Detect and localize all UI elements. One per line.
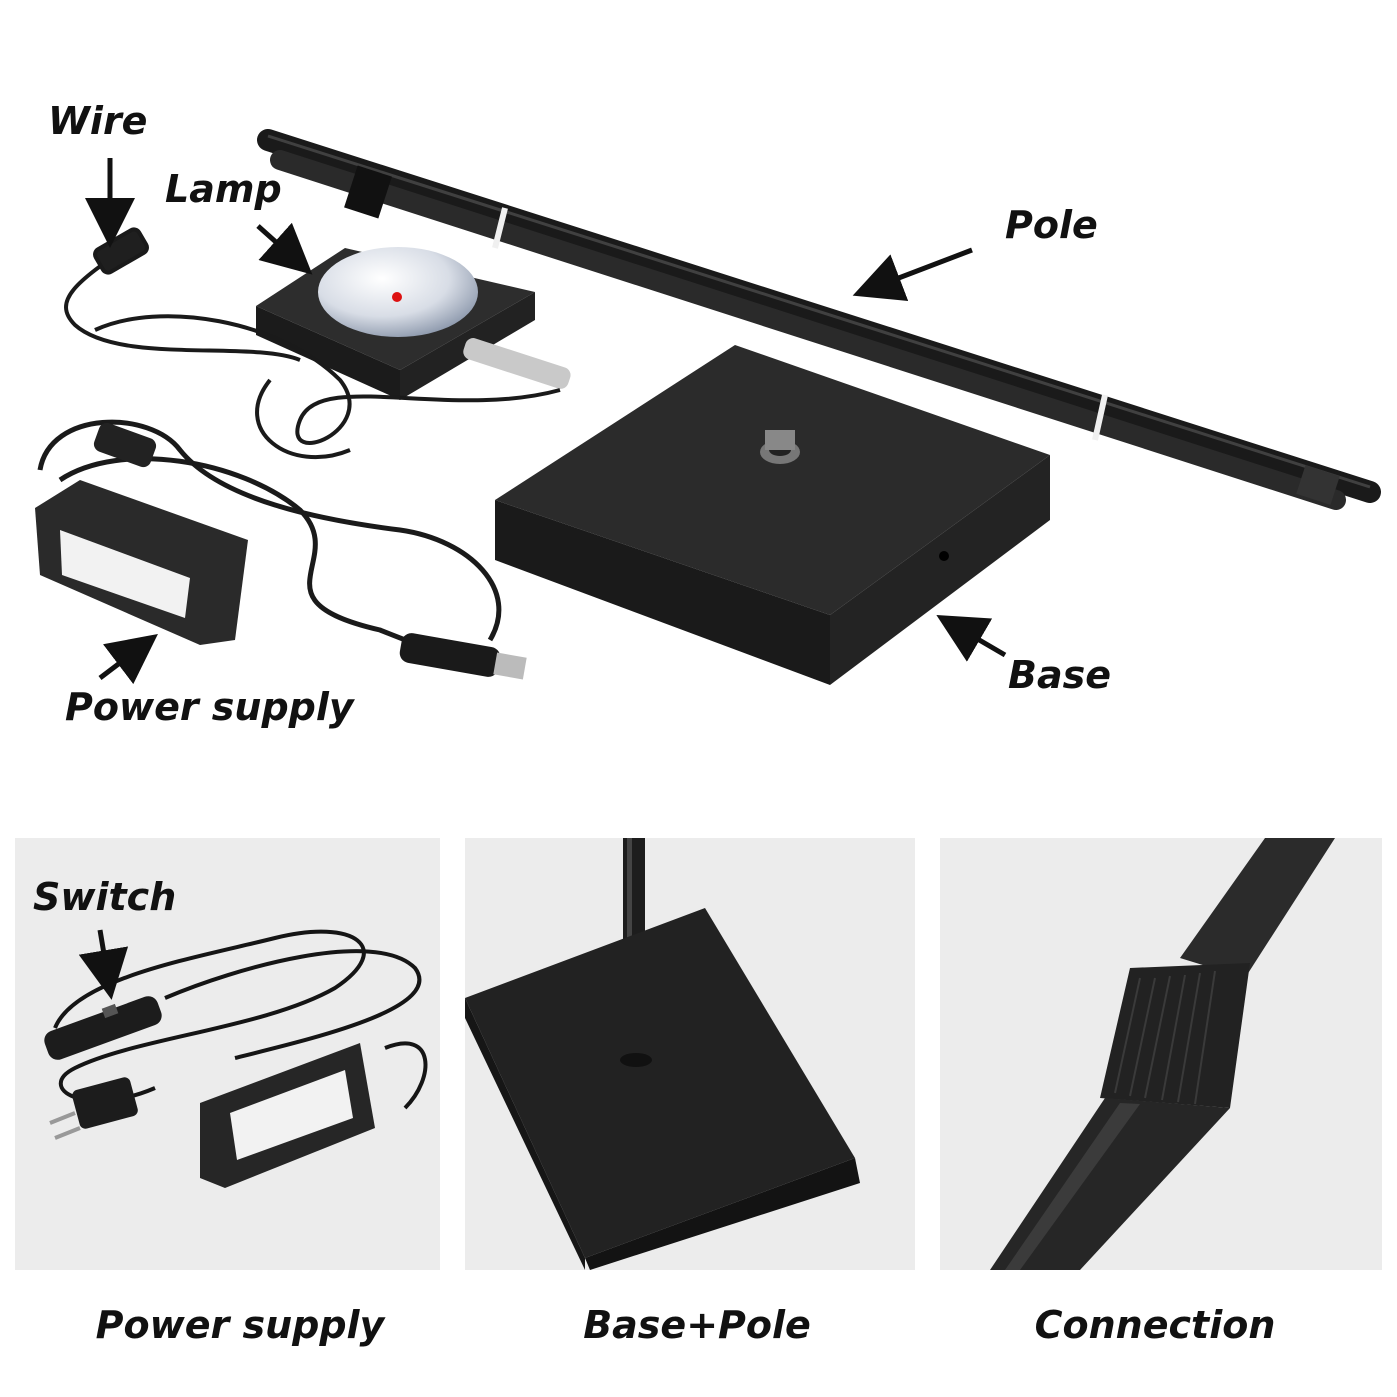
caption-base-pole: Base+Pole xyxy=(583,1303,811,1347)
detail-panel-connection xyxy=(940,838,1382,1270)
power-supply xyxy=(35,419,527,680)
power-supply-photo xyxy=(44,929,428,1188)
wire-label: Wire xyxy=(48,99,148,143)
components-illustration xyxy=(35,129,1381,685)
pole-label: Pole xyxy=(1005,203,1098,247)
detail-panel-power-supply: Switch xyxy=(15,838,440,1270)
lamp-arrow xyxy=(256,222,313,275)
lamp xyxy=(256,247,571,400)
base xyxy=(495,345,1050,685)
pole xyxy=(257,129,1381,510)
base-pole-photo xyxy=(465,838,860,1270)
base-label: Base xyxy=(1008,653,1111,697)
detail-panel-base-pole xyxy=(465,838,915,1270)
power-supply-arrow xyxy=(98,633,158,685)
lamp-label: Lamp xyxy=(165,167,282,211)
caption-connection: Connection xyxy=(1034,1303,1276,1347)
power-supply-label: Power supply xyxy=(65,685,354,729)
switch-label: Switch xyxy=(33,875,177,919)
caption-power-supply: Power supply xyxy=(95,1303,385,1347)
base-arrow xyxy=(936,614,1007,662)
connection-photo xyxy=(990,838,1335,1270)
pole-arrow xyxy=(852,247,973,302)
